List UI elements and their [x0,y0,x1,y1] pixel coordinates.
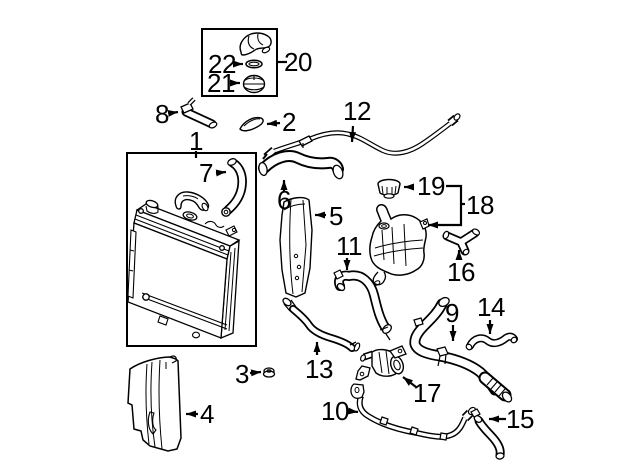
thermostat-illustration [242,74,266,94]
callout-label-4: 4 [200,399,214,429]
pipe-12-illustration [262,113,461,161]
pipe-10-illustration [350,383,477,441]
baffle-5-illustration [279,196,313,298]
callout-label-12: 12 [343,96,371,126]
callout-label-9: 9 [445,298,459,328]
callout-label-13: 13 [305,354,333,384]
callout-label-10: 10 [321,396,349,426]
leader-arrow-2 [266,119,281,127]
clip-3-illustration [262,367,276,378]
leader-arrow-8 [167,109,179,117]
callout-label-17: 17 [413,378,441,408]
leader-arrow-17 [402,376,417,388]
pump-17-illustration [355,345,407,381]
callout-label-19: 19 [417,171,445,201]
y-hose-16-illustration [442,228,481,256]
leader-lines [167,60,506,423]
callout-label-3: 3 [235,359,249,389]
hose-6-illustration [258,150,344,180]
leader-arrow-7 [215,169,227,177]
hose-11-illustration [333,269,392,341]
callout-label-22: 22 [208,49,236,79]
o-ring-illustration [245,59,263,69]
leader-bracket-18 [428,184,463,229]
hose-9-illustration [409,296,513,403]
hose-15-illustration [470,408,505,460]
callout-label-1: 1 [189,126,203,156]
radiator-illustration [127,199,241,340]
callout-label-21: 21 [207,68,235,98]
leader-arrow-10 [347,407,359,415]
reservoir-tank-illustration [369,204,430,286]
hose-14-illustration [465,332,518,351]
callout-label-2: 2 [282,107,296,137]
callout-label-16: 16 [447,257,475,287]
callout-label-14: 14 [477,292,505,322]
callout-label-15: 15 [506,404,534,434]
bracket-2-illustration [239,116,264,132]
cap-19-illustration [377,178,401,199]
callout-label-18: 18 [466,190,494,220]
thermostat-housing-illustration [239,32,272,56]
callout-label-11: 11 [336,231,363,261]
hose-7-illustration [221,158,247,217]
radiator-box [126,152,257,347]
radiator-inlet-elbow-illustration [174,191,210,212]
callout-label-8: 8 [155,99,169,129]
leader-arrow-3 [249,369,262,377]
callout-label-5: 5 [329,201,343,231]
callout-label-7: 7 [199,158,213,188]
hose-13-illustration [282,297,361,352]
tube-8-illustration [180,97,218,129]
baffle-4-illustration [127,355,182,452]
thermostat-inset-box [201,28,278,97]
callout-label-20: 20 [284,47,312,77]
callout-label-6: 6 [277,185,291,215]
leader-arrow-12 [349,125,357,143]
